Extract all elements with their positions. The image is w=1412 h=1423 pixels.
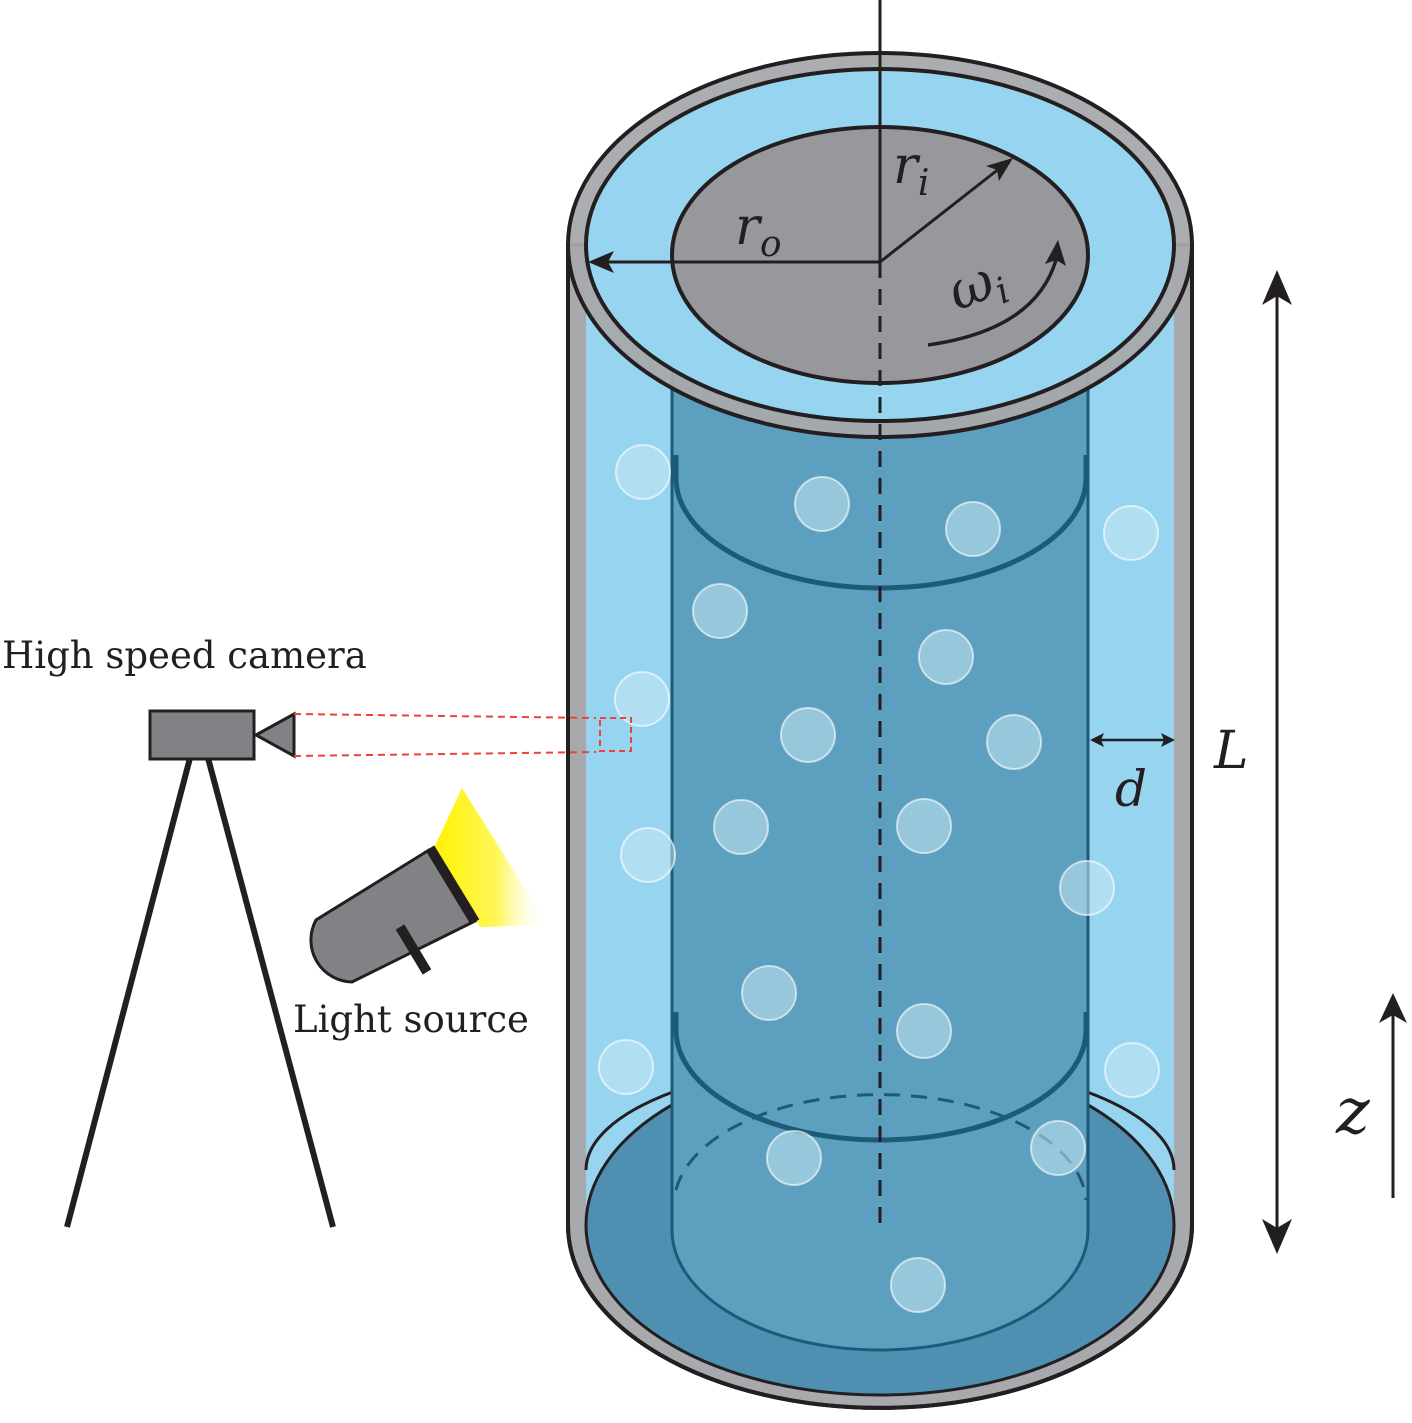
bubble (615, 444, 671, 500)
camera-lens (252, 711, 296, 759)
bubble (614, 671, 670, 727)
camera-label: High speed camera (2, 634, 367, 677)
bubble (620, 827, 676, 883)
bubble (1030, 1120, 1086, 1176)
z-axis-label: z (1335, 1075, 1371, 1149)
bubble (598, 1039, 654, 1095)
flashlight-switch (395, 924, 432, 975)
bubble (896, 1003, 952, 1059)
bubble (1103, 505, 1159, 561)
bubble (918, 629, 974, 685)
gap-arrow (1090, 733, 1175, 747)
tripod-leg-left (64, 757, 193, 1228)
bubble (741, 965, 797, 1021)
field-of-view (599, 717, 632, 752)
flashlight-body (309, 847, 478, 984)
radius-outer-arrow (588, 251, 880, 273)
light-source-label: Light source (293, 998, 529, 1041)
radius-inner-arrow (879, 158, 1013, 264)
length-arrow (1262, 270, 1292, 1254)
bubbles (598, 444, 1160, 1313)
bubble (945, 501, 1001, 557)
bubble (1059, 860, 1115, 916)
bottom-rim (566, 1224, 1194, 1410)
z-axis-arrow (1379, 993, 1407, 1198)
high-speed-camera (64, 709, 632, 1228)
outer-radius-label: ro (735, 197, 782, 265)
flashlight-band (425, 845, 480, 925)
bubble (986, 714, 1042, 770)
bubble (713, 799, 769, 855)
bubble (780, 707, 836, 763)
camera-body (148, 709, 256, 761)
bubble (1104, 1042, 1160, 1098)
bubble (896, 798, 952, 854)
tripod-leg-right (205, 757, 336, 1228)
gap-label: d (1115, 760, 1147, 818)
light-source (309, 788, 548, 984)
inner-radius-label: ri (893, 136, 929, 204)
bubble (766, 1130, 822, 1186)
bubble (692, 583, 748, 639)
bubble (794, 476, 850, 532)
rotation-arrow (927, 240, 1066, 347)
bubble (890, 1257, 946, 1313)
length-label: L (1213, 721, 1249, 781)
